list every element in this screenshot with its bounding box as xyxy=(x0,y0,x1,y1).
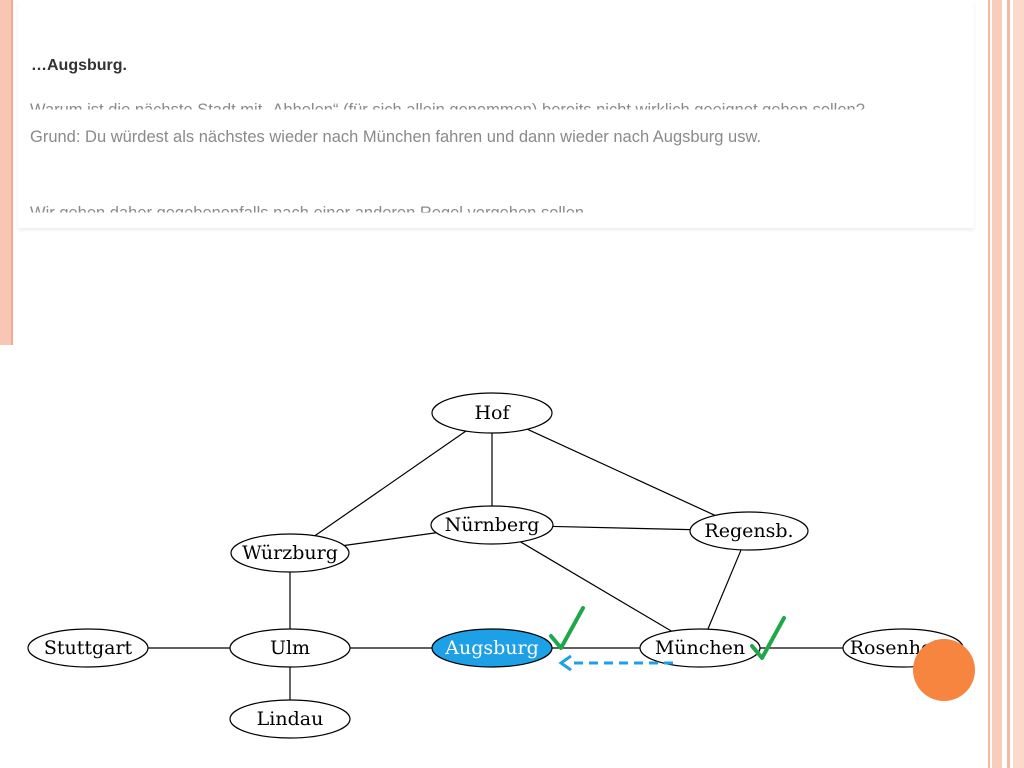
node-label: Augsburg xyxy=(444,637,539,659)
edge-nuernberg-regensburg xyxy=(552,525,691,531)
node-label: Nürnberg xyxy=(445,514,540,536)
node-stuttgart: Stuttgart xyxy=(27,628,149,668)
node-lindau: Lindau xyxy=(229,699,351,739)
node-ellipse xyxy=(27,628,149,668)
text-line-2: Grund: Du würdest als nächstes wieder na… xyxy=(30,128,762,146)
slide-title: …Augsburg. xyxy=(31,57,127,74)
node-label: Würzburg xyxy=(242,542,338,564)
node-ellipse xyxy=(430,505,554,545)
node-ulm: Ulm xyxy=(229,628,351,668)
node-ellipse xyxy=(230,533,350,573)
node-ellipse xyxy=(639,628,761,668)
node-augsburg: Augsburg xyxy=(431,628,553,668)
edge-nuernberg-muenchen xyxy=(520,541,672,632)
node-label: Hof xyxy=(474,402,511,424)
node-hof: Hof xyxy=(431,392,553,434)
node-label: Ulm xyxy=(270,637,310,659)
edge-nuernberg-wuerzburg xyxy=(344,532,437,547)
node-label: München xyxy=(655,637,745,659)
text-line-3: Wir gehen daher gegebenenfalls nach eine… xyxy=(30,204,584,213)
node-ellipse xyxy=(689,511,809,551)
edge-regensburg-muenchen xyxy=(707,549,742,630)
left-decor-bar xyxy=(0,0,13,345)
edge-hof-regensburg xyxy=(526,428,716,516)
checkmark-icon xyxy=(549,606,585,650)
node-nuernberg: Nürnberg xyxy=(430,505,554,545)
edge-hof-wuerzburg xyxy=(314,430,467,537)
node-ellipse xyxy=(431,392,553,434)
orange-marker xyxy=(913,639,975,701)
text-card xyxy=(18,0,974,228)
node-ellipse xyxy=(229,628,351,668)
node-label: Lindau xyxy=(257,708,324,730)
arrow-head-icon xyxy=(558,654,572,672)
node-muenchen: München xyxy=(639,628,761,668)
node-ellipse xyxy=(431,628,553,668)
node-label: Regensb. xyxy=(704,520,793,542)
checkmark-icon xyxy=(750,616,786,660)
node-regensburg: Regensb. xyxy=(689,511,809,551)
node-label: Stuttgart xyxy=(44,637,133,659)
edges xyxy=(148,428,843,700)
right-decor-bars xyxy=(980,0,1024,768)
node-ellipse xyxy=(229,699,351,739)
text-line-1: Warum ist die nächste Stadt mit „Abholen… xyxy=(30,101,865,110)
node-wuerzburg: Würzburg xyxy=(230,533,350,573)
